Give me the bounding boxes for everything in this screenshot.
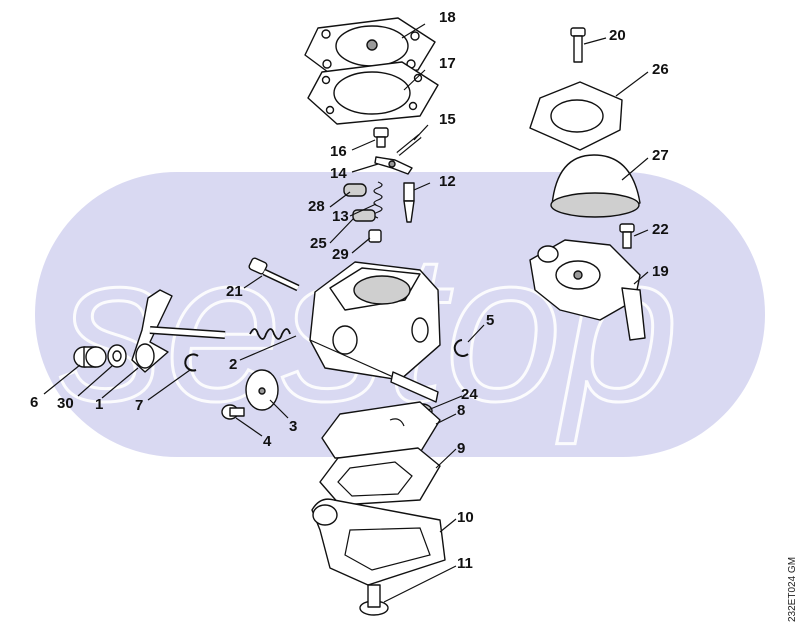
part-15-pin bbox=[396, 134, 422, 156]
callout-10: 10 bbox=[457, 509, 474, 526]
callout-1: 1 bbox=[95, 396, 103, 413]
part-27-primer-bulb bbox=[550, 154, 641, 218]
part-5-clip bbox=[453, 339, 469, 357]
callout-12: 12 bbox=[439, 173, 456, 190]
part-16-screw bbox=[373, 127, 389, 148]
callout-14: 14 bbox=[330, 165, 347, 182]
part-4-screw bbox=[221, 404, 245, 420]
part-22-screw bbox=[619, 223, 635, 249]
callout-21: 21 bbox=[226, 283, 243, 300]
part-1-choke-shaft bbox=[131, 289, 226, 373]
callout-5: 5 bbox=[486, 312, 494, 329]
callout-16: 16 bbox=[330, 143, 347, 160]
callout-4: 4 bbox=[263, 433, 272, 450]
callout-27: 27 bbox=[652, 147, 669, 164]
part-11-screw bbox=[359, 584, 389, 616]
callout-30: 30 bbox=[57, 395, 74, 412]
callout-25: 25 bbox=[310, 235, 327, 252]
part-17-gasket bbox=[307, 61, 439, 125]
callout-20: 20 bbox=[609, 27, 626, 44]
callout-9: 9 bbox=[457, 440, 465, 457]
part-26-flange bbox=[529, 81, 623, 151]
callout-26: 26 bbox=[652, 61, 669, 78]
part-25-block bbox=[352, 209, 376, 222]
callout-3: 3 bbox=[289, 418, 297, 435]
part-20-screw bbox=[570, 27, 586, 63]
part-10-pump-body bbox=[311, 498, 446, 586]
part-12-inlet-needle bbox=[403, 182, 415, 223]
callout-19: 19 bbox=[652, 263, 669, 280]
part-6-nut bbox=[73, 346, 107, 368]
callout-6: 6 bbox=[30, 394, 38, 411]
part-14-lever bbox=[374, 156, 413, 175]
part-21-screw bbox=[248, 257, 300, 292]
part-9-gasket bbox=[319, 447, 441, 506]
part-7-clip bbox=[184, 353, 199, 372]
callout-8: 8 bbox=[457, 402, 465, 419]
callout-2: 2 bbox=[229, 356, 237, 373]
callout-11: 11 bbox=[457, 555, 473, 572]
leader-lines bbox=[43, 23, 649, 603]
callout-22: 22 bbox=[652, 221, 669, 238]
part-19-pump-housing bbox=[529, 239, 646, 341]
callout-7: 7 bbox=[135, 397, 143, 414]
callout-17: 17 bbox=[439, 55, 456, 72]
part-2-spring bbox=[249, 328, 291, 340]
callout-15: 15 bbox=[439, 111, 456, 128]
callout-18: 18 bbox=[439, 9, 456, 26]
part-13-spring bbox=[373, 181, 383, 219]
callout-13: 13 bbox=[332, 208, 349, 225]
part-30-washer bbox=[107, 344, 127, 368]
carburetor-body bbox=[309, 261, 441, 403]
part-29-plug bbox=[368, 229, 382, 243]
callout-28: 28 bbox=[308, 198, 325, 215]
callout-24: 24 bbox=[461, 386, 478, 403]
callout-labels: 18 17 15 16 14 12 28 13 25 29 21 2 6 30 … bbox=[30, 9, 669, 572]
reference-code: 232ET024 GM bbox=[787, 557, 798, 622]
callout-29: 29 bbox=[332, 246, 349, 263]
